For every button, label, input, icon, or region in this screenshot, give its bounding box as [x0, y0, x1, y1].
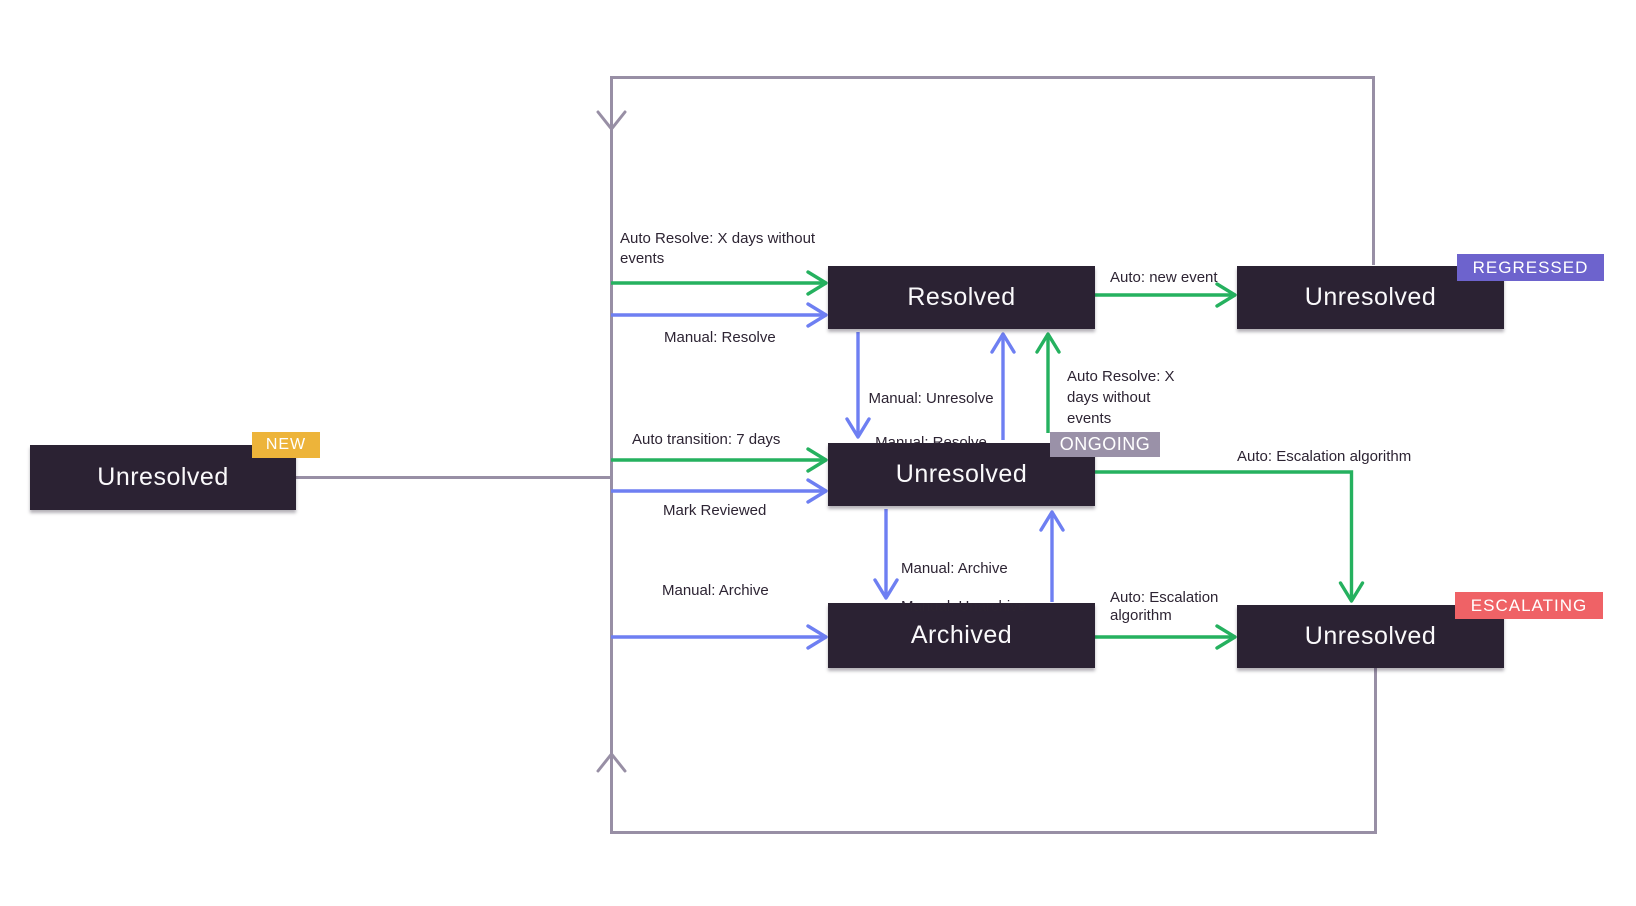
- node-label: Unresolved: [97, 463, 229, 491]
- loop-line: [610, 76, 1377, 834]
- label-manual-archive-unarchive: Manual: Archive Manual: Unarchive: [901, 540, 1026, 635]
- loop-arrowhead-up: [596, 752, 627, 773]
- label-auto-resolve-top: Auto Resolve: X days without events: [620, 230, 816, 267]
- badge-escalating: ESCALATING: [1455, 592, 1603, 619]
- node-label: Unresolved: [1304, 283, 1437, 311]
- node-label: Unresolved: [1304, 622, 1437, 650]
- badge-regressed: REGRESSED: [1457, 254, 1604, 281]
- label-manual-unresolve: Manual: Unresolve: [868, 390, 994, 407]
- label-manual-archive-left: Manual: Archive: [662, 582, 769, 599]
- label-manual-unarchive-mid: Manual: Unarchive: [901, 598, 1027, 615]
- label-auto-resolve-mid: Auto Resolve: X days without events: [1067, 368, 1175, 427]
- label-manual-unresolve-resolve: Manual: Unresolve Manual: Resolve: [860, 366, 1002, 476]
- label-auto-escalation-bottom: Auto: Escalation algorithm: [1110, 589, 1219, 624]
- arrow-auto-escalation-right: [1095, 470, 1365, 603]
- badge-new: NEW: [252, 432, 320, 458]
- label-manual-resolve-left: Manual: Resolve: [664, 329, 776, 346]
- label-auto-transition: Auto transition: 7 days: [632, 431, 781, 448]
- node-unresolved-new: Unresolved: [30, 445, 296, 510]
- badge-ongoing: ONGOING: [1050, 432, 1160, 457]
- node-resolved: Resolved: [828, 266, 1095, 329]
- label-manual-archive-mid: Manual: Archive: [901, 560, 1008, 577]
- node-label: Resolved: [907, 283, 1016, 311]
- label-mark-reviewed: Mark Reviewed: [663, 502, 767, 519]
- node-label: Archived: [910, 621, 1013, 649]
- label-auto-new-event: Auto: new event: [1110, 269, 1218, 286]
- loop-arrowhead-down: [596, 110, 627, 131]
- node-archived: Archived: [828, 603, 1095, 668]
- label-auto-escalation-right: Auto: Escalation algorithm: [1237, 448, 1412, 465]
- node-label: Unresolved: [895, 460, 1028, 488]
- label-manual-resolve-mid: Manual: Resolve: [875, 434, 987, 451]
